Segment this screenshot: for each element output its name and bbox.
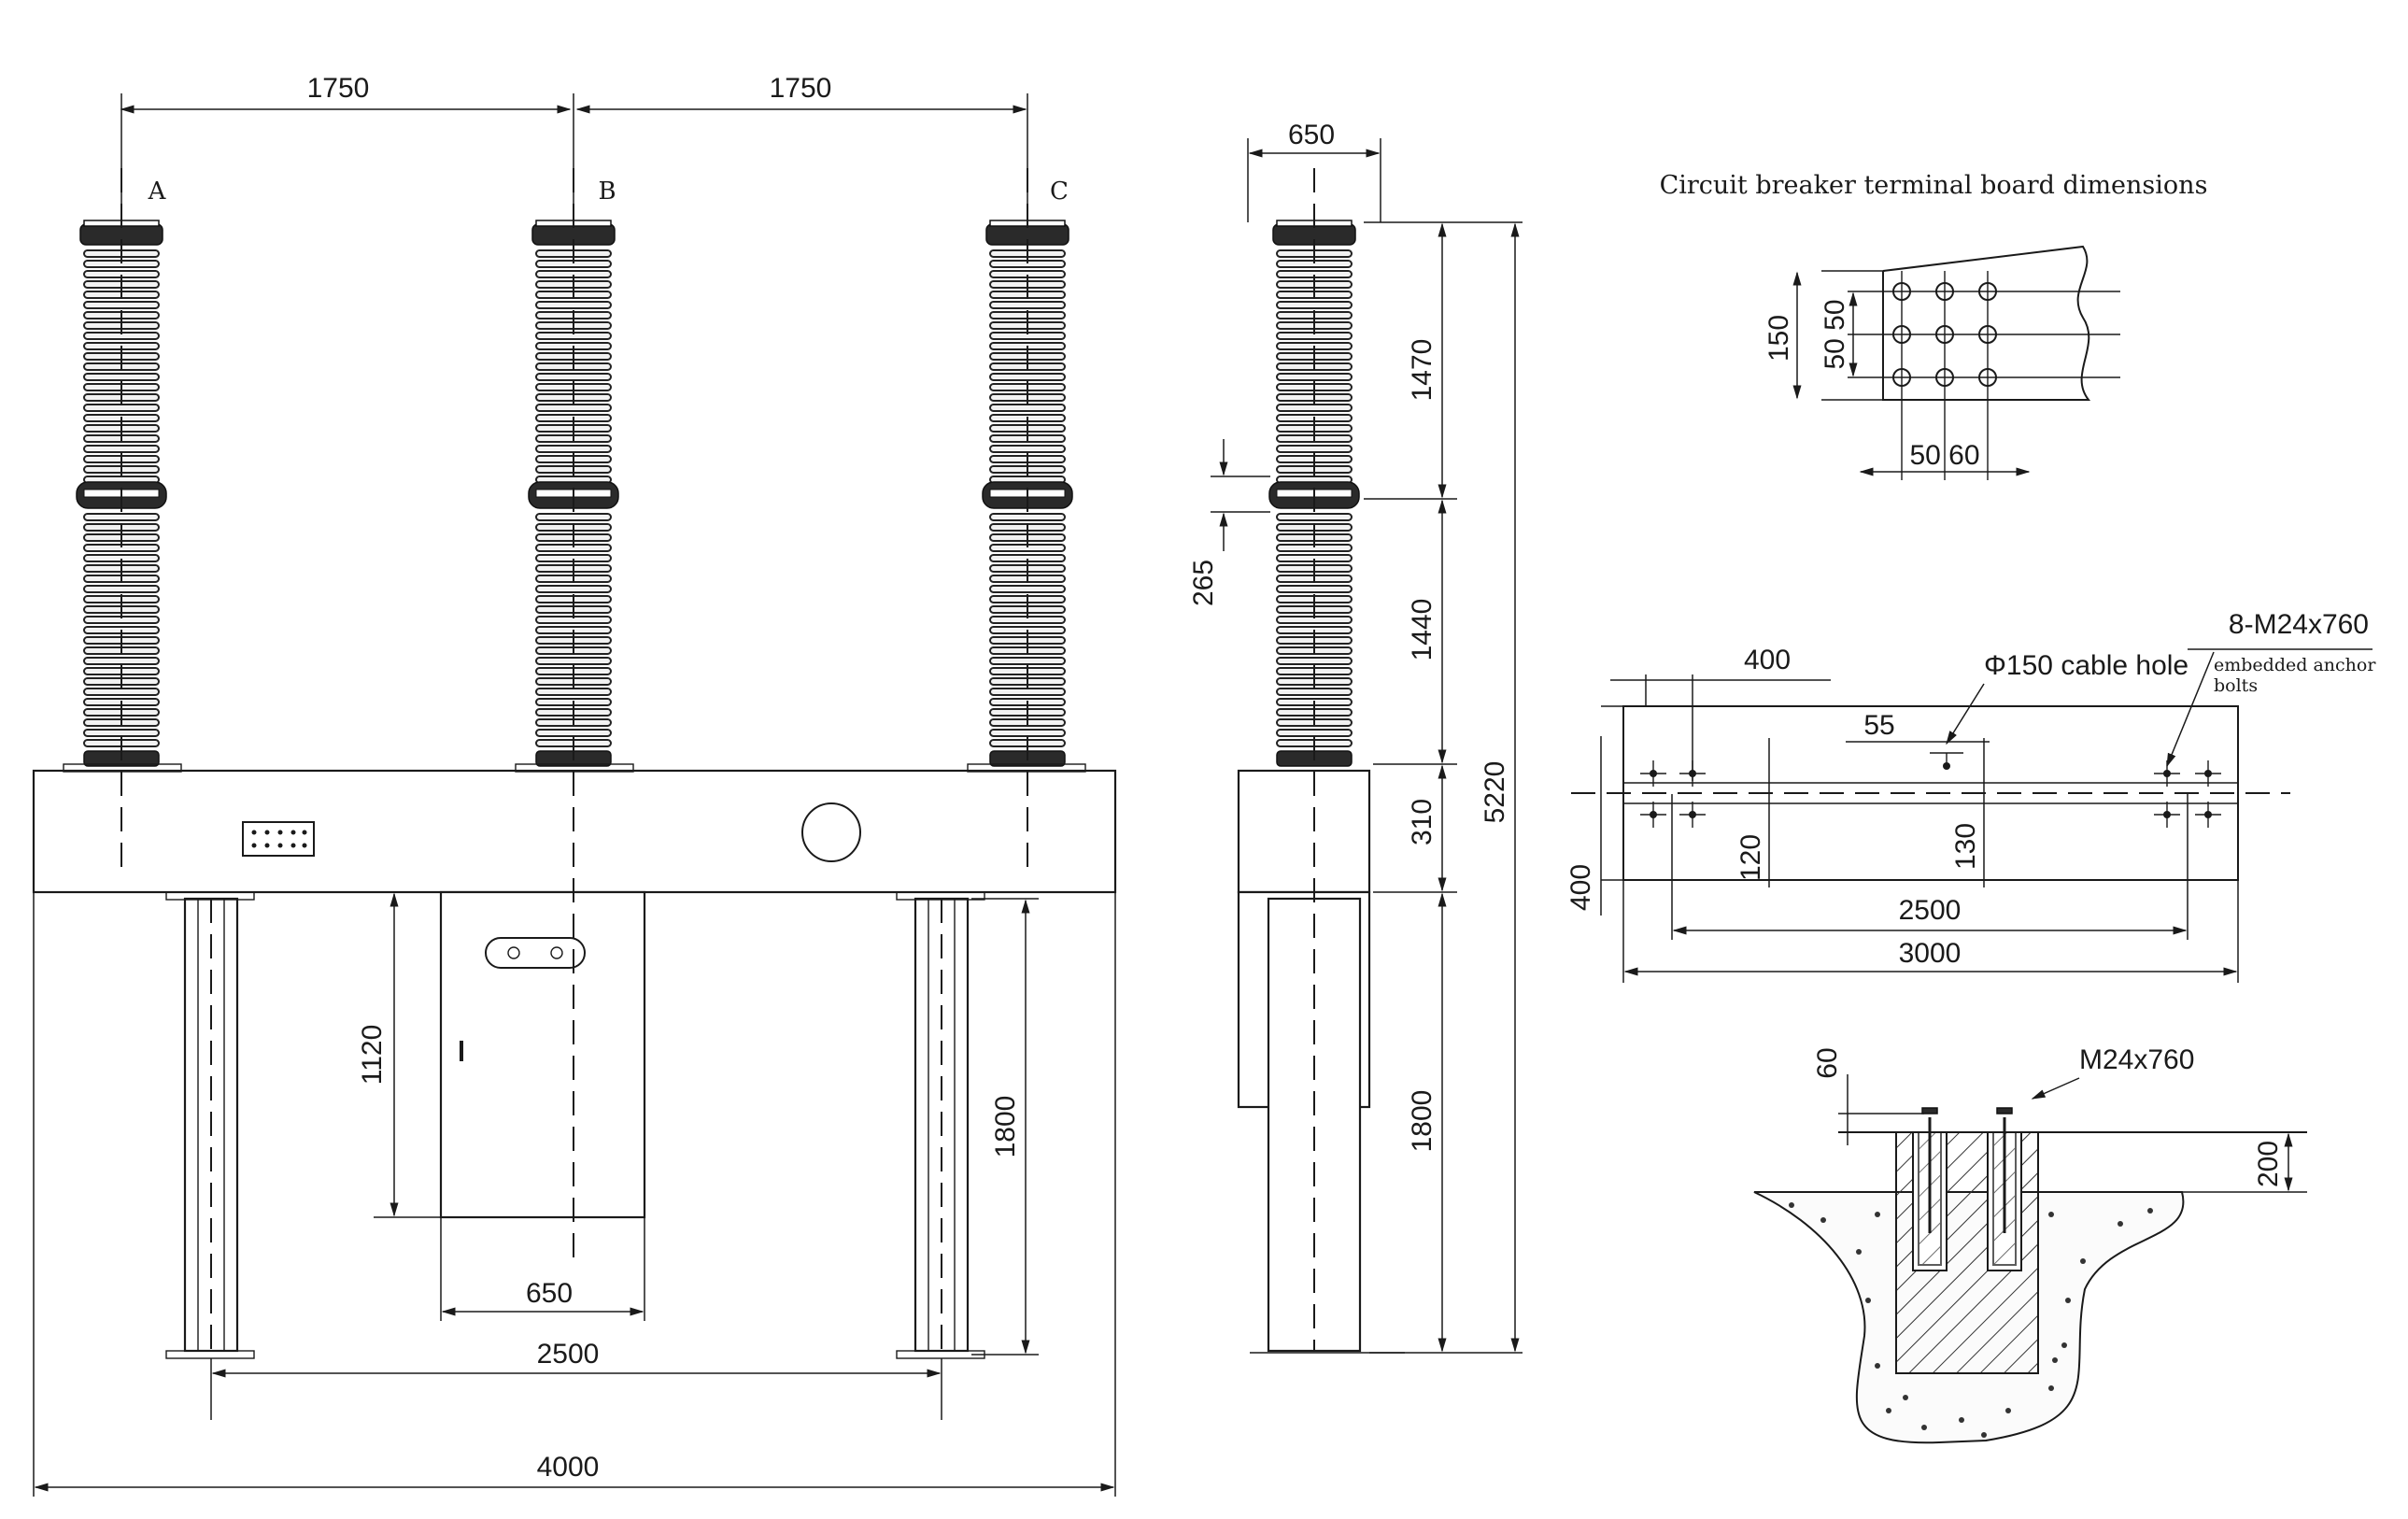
cable-hole-label: Φ150 cable hole — [1984, 650, 2188, 681]
dim-frame-height-front: 1800 — [990, 1096, 1021, 1158]
anchor-section: M24x760 60 200 — [1753, 1044, 2307, 1444]
anchor-note-line2: bolts — [2214, 675, 2258, 696]
operating-cabinet — [439, 890, 646, 1219]
front-view: 1750 1750 A B C — [32, 73, 1117, 1497]
dim-bolt-offset-right: 130 — [1950, 823, 1981, 870]
dim-board-vertical-pitch: 50 50 — [1820, 299, 1850, 369]
terminal-board-outline — [1882, 245, 2091, 401]
dim-lower-column: 1440 — [1407, 599, 1438, 661]
anchor-bolt-label: M24x760 — [2079, 1044, 2194, 1075]
foundation-plan: 8-M24x760 embedded anchor bolts Φ150 cab… — [1565, 609, 2376, 983]
dim-grout-depth: 200 — [2253, 1141, 2284, 1187]
dim-frame-height-side: 1800 — [1407, 1090, 1438, 1153]
dim-flange-gap: 265 — [1188, 560, 1219, 606]
concrete-aggregate — [1789, 1202, 2153, 1438]
dim-spacing-ab: 1750 — [307, 73, 370, 104]
anchor-bolts-plan — [1640, 760, 2221, 828]
anchor-note-line1: embedded anchor — [2214, 655, 2376, 675]
dim-total-height: 5220 — [1480, 761, 1510, 824]
terminal-board-title: Circuit breaker terminal board dimension… — [1660, 171, 2208, 200]
dim-board-height: 150 — [1764, 315, 1794, 362]
position-indicator-icon — [801, 802, 861, 862]
dim-bolt-projection: 60 — [1812, 1047, 1843, 1078]
dim-foundation-depth: 400 — [1565, 864, 1596, 911]
phase-label-b: B — [598, 177, 616, 206]
nut-right-icon — [1996, 1107, 2013, 1114]
terminal-board-detail: Circuit breaker terminal board dimension… — [1660, 171, 2208, 480]
dim-upper-column: 1470 — [1407, 339, 1438, 402]
dim-side-top-width: 650 — [1288, 120, 1335, 150]
dim-foundation-top-offset: 400 — [1744, 645, 1791, 675]
side-beam — [1237, 769, 1371, 894]
dim-phase-spacing: 1750 1750 — [120, 73, 1028, 220]
dim-leg-spacing: 2500 — [537, 1339, 600, 1370]
phase-label-c: C — [1050, 177, 1069, 206]
dim-cabinet-height: 1120 — [357, 1025, 388, 1086]
nut-left-icon — [1921, 1107, 1938, 1114]
dim-cabinet-width: 650 — [526, 1278, 573, 1309]
dim-board-horizontal-pitch: 50 60 — [1909, 440, 1979, 471]
insulator-column-b — [528, 220, 619, 767]
dim-spacing-bc: 1750 — [770, 73, 832, 104]
dim-beam-height: 310 — [1407, 799, 1438, 845]
phase-label-a: A — [148, 177, 167, 206]
dim-bolt-offset-left: 120 — [1735, 834, 1766, 881]
cabinet-handle-icon — [485, 937, 586, 969]
dim-cable-hole-offset: 55 — [1863, 710, 1894, 741]
dim-total-width: 4000 — [537, 1452, 600, 1483]
nameplate-icon — [242, 821, 315, 857]
anchor-count-label: 8-M24x760 — [2229, 609, 2369, 640]
dim-bolt-span: 2500 — [1899, 895, 1962, 926]
side-view: 650 1470 1440 310 1800 5220 265 — [1188, 120, 1523, 1354]
nameplate-dots — [251, 830, 307, 848]
dim-foundation-length: 3000 — [1899, 938, 1962, 969]
